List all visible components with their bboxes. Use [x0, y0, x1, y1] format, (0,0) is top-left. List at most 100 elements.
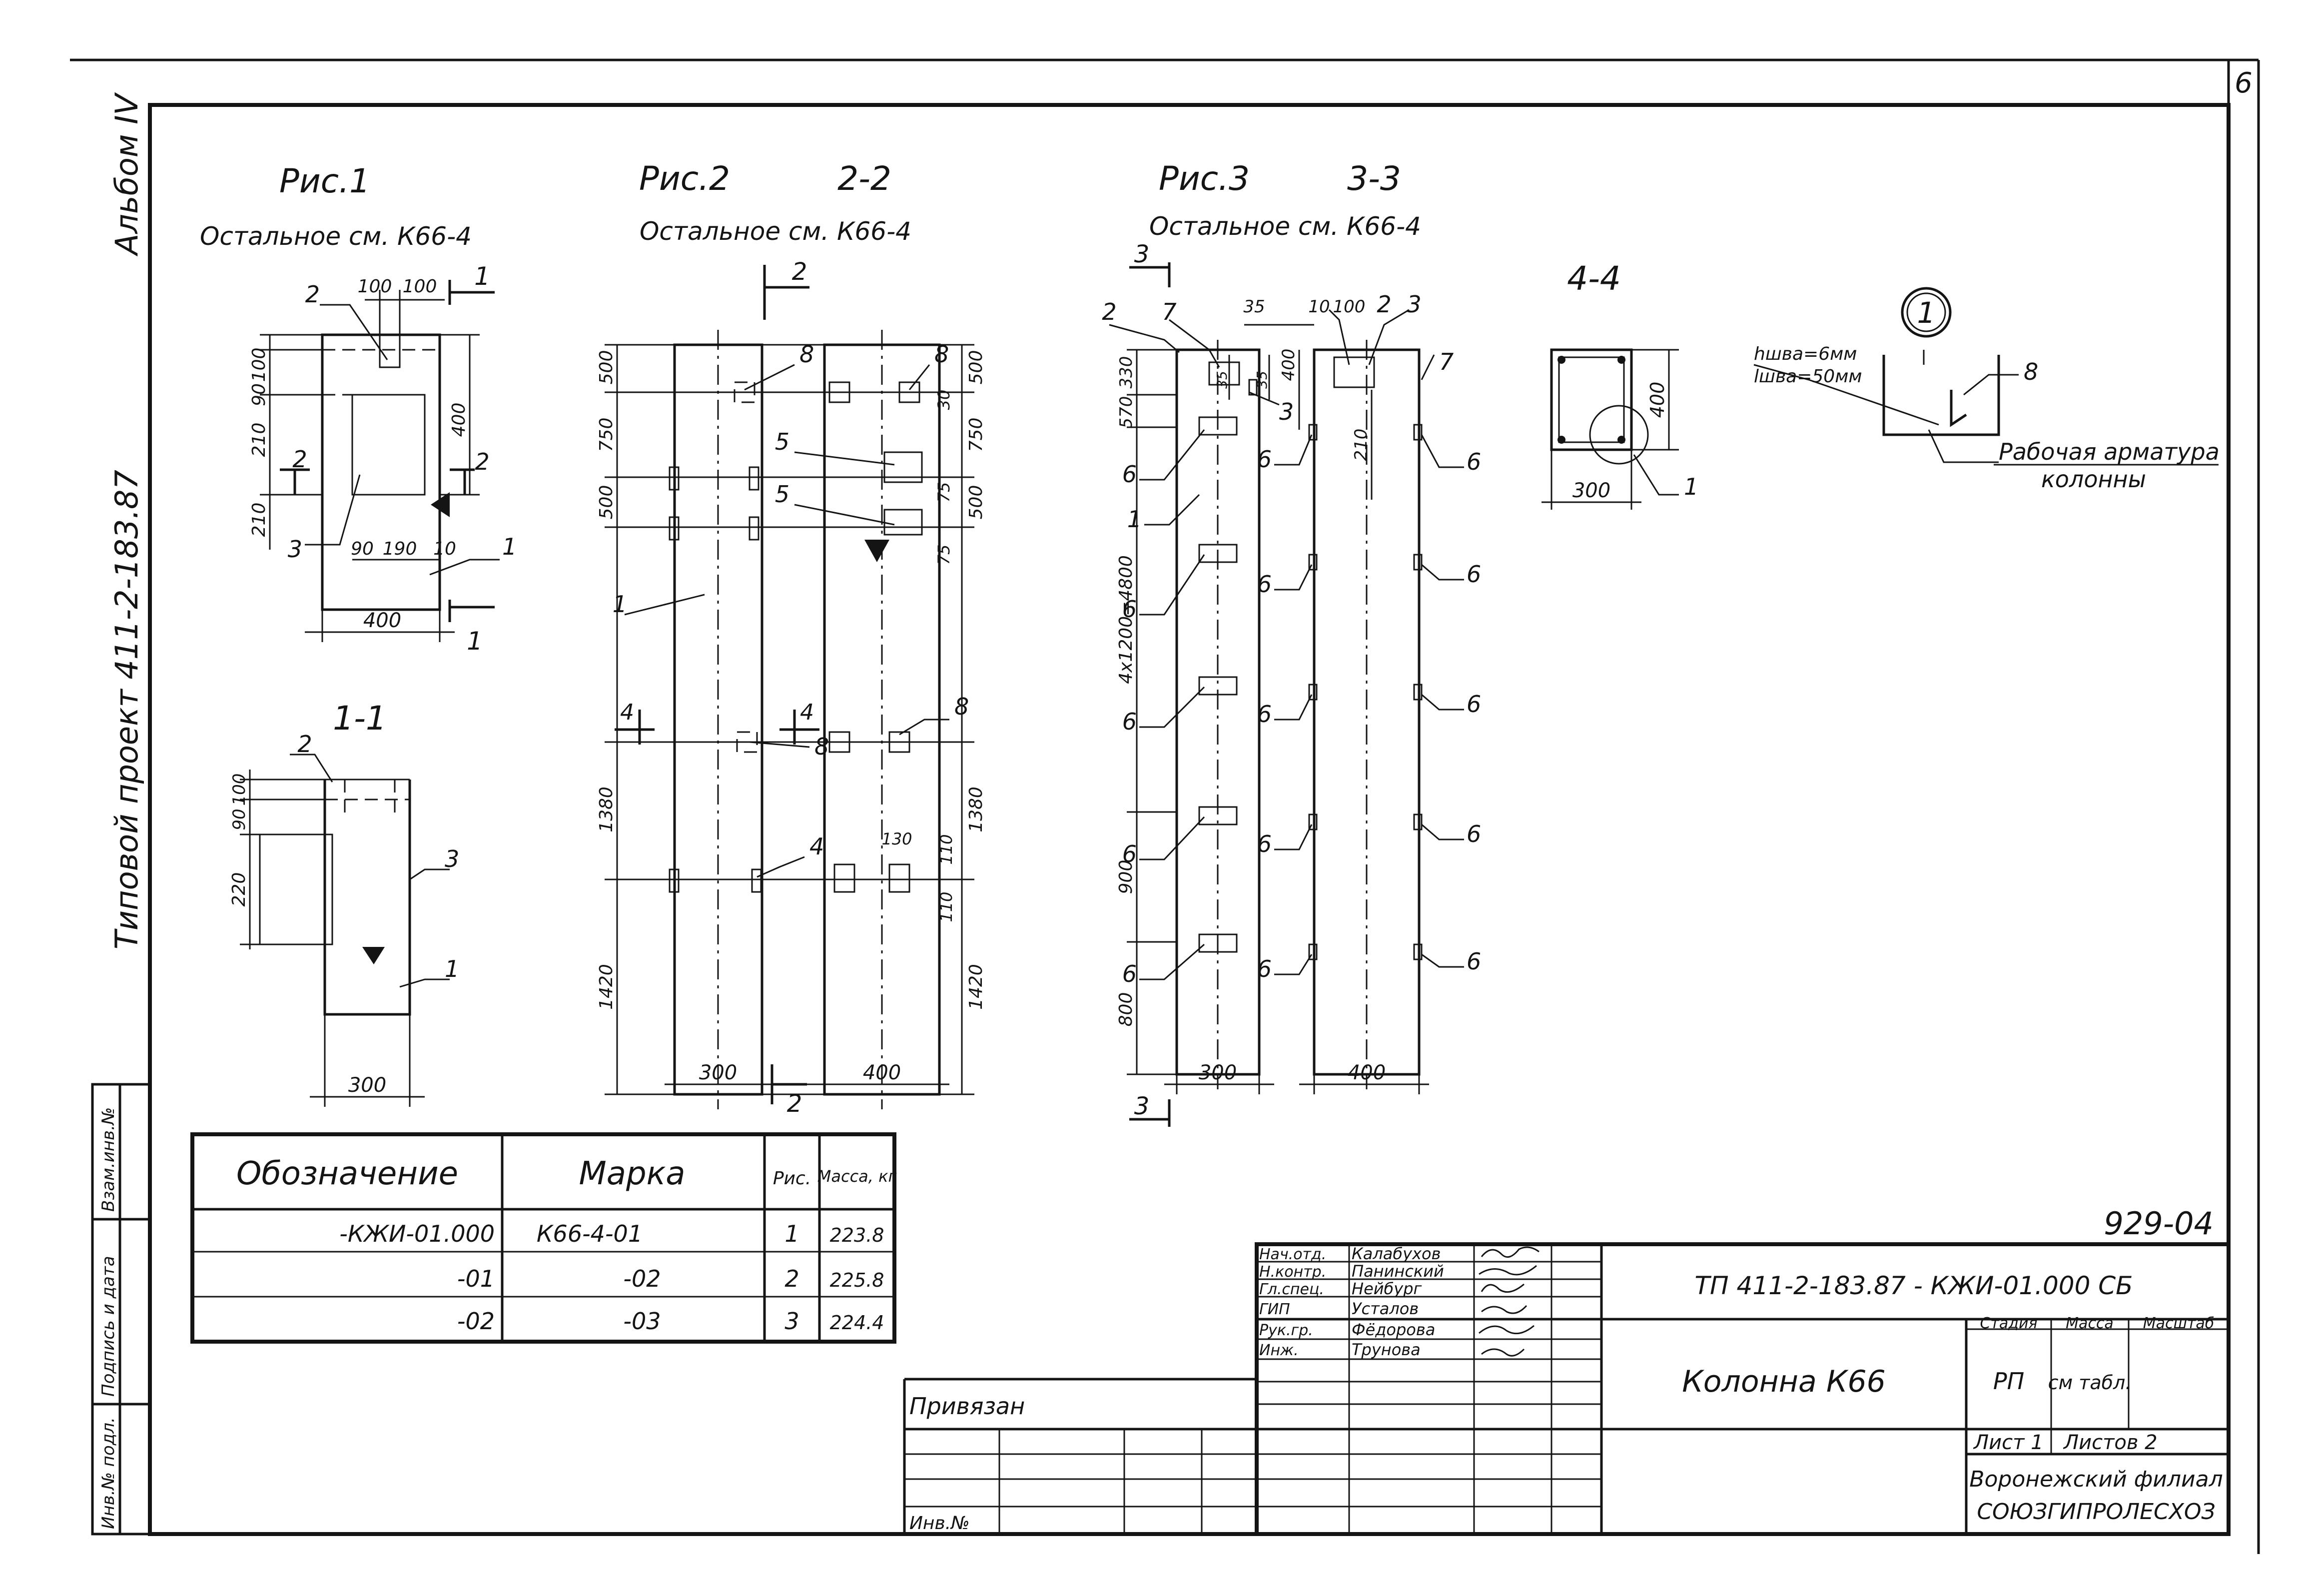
fig3-leader	[1139, 686, 1205, 728]
fig2-callout: 8	[799, 341, 814, 368]
sec11-dim: 300	[348, 1074, 386, 1097]
fig3-callout: 7	[1162, 298, 1176, 325]
fig2-cut-mark: 2	[787, 1090, 802, 1118]
fig3-plate	[1248, 379, 1258, 396]
fig3-dim-left: 570	[1116, 396, 1136, 429]
fig3-note: Остальное см. К66-4	[1149, 212, 1421, 241]
fig3-embed	[1198, 676, 1238, 696]
tb-tied: Привязан	[909, 1393, 1025, 1420]
tb-staff-name: Нейбург	[1352, 1279, 1422, 1298]
node1-outline	[1882, 355, 2000, 436]
sec11-weld-triangle	[362, 947, 385, 964]
fig2-dim-right: 1380	[966, 787, 986, 832]
fig3-dim-top: 100	[1333, 297, 1366, 317]
fig2-leader	[749, 741, 810, 748]
stamp-signature-date: Подпись и дата	[98, 1256, 118, 1397]
fig1-cut-bottom	[448, 600, 495, 622]
fig3-dim-mid: 400	[1279, 349, 1299, 381]
stamp-replaced-inv: Взам.инв.№	[98, 1107, 118, 1212]
node1-leader	[1928, 429, 1999, 463]
fig2-callout: 8	[814, 733, 829, 760]
fig2-plate	[749, 466, 760, 491]
sec11-callout: 1	[445, 955, 459, 982]
tb-staff-role: Рук.гр.	[1259, 1322, 1313, 1339]
signature-mark	[1479, 1325, 1535, 1335]
fig3-callout: 6	[1467, 561, 1481, 588]
fig3-cut-mark: 3	[1134, 240, 1150, 268]
fig3-dim-left: 4x1200=4800	[1116, 555, 1136, 684]
sec44-title: 4-4	[1567, 259, 1621, 298]
fig2-plate	[669, 516, 680, 541]
fig1-leader	[320, 304, 388, 360]
fig2-dim-right: 30	[934, 390, 953, 410]
fig3-leader	[1139, 816, 1205, 860]
fig1-note: Остальное см. К66-4	[200, 222, 472, 251]
fig3-plate	[1308, 943, 1318, 960]
fig3-callout: 7	[1439, 348, 1454, 375]
tb-mass: см табл.	[2048, 1372, 2132, 1394]
fig3-leader	[1249, 391, 1280, 406]
sec44-dim: 300	[1572, 479, 1610, 502]
spec-header-mass: Масса, кг	[817, 1167, 897, 1186]
node1-circle-inner	[1906, 292, 1946, 332]
fig2-cut-top	[763, 265, 809, 320]
fig3-callout: 1	[1127, 506, 1142, 533]
fig2-cut-mark: 4	[620, 700, 634, 725]
fig2-dim-right: 110	[937, 834, 956, 864]
fig3-callout: 6	[1467, 948, 1481, 975]
tb-staff-role: Н.контр.	[1259, 1263, 1326, 1281]
fig3-leader	[1274, 434, 1313, 466]
fig3-plate	[1413, 943, 1423, 960]
tb-sheet: Лист 1	[1973, 1431, 2044, 1454]
signature-mark	[1481, 1246, 1539, 1258]
fig2-note: Остальное см. К66-4	[640, 217, 911, 246]
fig1-slot	[379, 335, 401, 368]
fig1-callout: 1	[502, 533, 517, 560]
fig1-leader	[305, 474, 361, 546]
fig3-leader	[1139, 943, 1205, 980]
tb-mass-header: Масса	[2066, 1315, 2114, 1332]
fig1-cut-mark: 1	[467, 627, 483, 656]
tb-sheets: Листов 2	[2063, 1431, 2158, 1454]
fig3-callout: 6	[1122, 840, 1137, 867]
fig2-title: Рис.2	[639, 159, 730, 198]
signature-mark	[1481, 1305, 1528, 1314]
tb-stage-header: Стадия	[1980, 1315, 2037, 1332]
fig3-callout: 2	[1102, 298, 1116, 325]
fig2-dim-right: 750	[966, 418, 986, 452]
fig1-cut-top	[448, 280, 495, 305]
sec44-rebar-cage	[1558, 356, 1625, 443]
fig3-dim-top: 35	[1243, 297, 1265, 317]
fig3-top-plate-side	[1333, 356, 1375, 388]
fig3-plate	[1308, 424, 1318, 441]
sec11-title: 1-1	[333, 699, 387, 738]
tb-inv: Инв.№	[909, 1513, 970, 1534]
fig2-leader	[744, 364, 795, 391]
node1-leader	[1963, 374, 2019, 396]
fig3-callout: 6	[1467, 691, 1481, 718]
sec11-opening	[259, 833, 333, 945]
tb-code: ТП 411-2-183.87 - КЖИ-01.000 СБ	[1694, 1271, 2133, 1300]
tb-staff-name: Фёдорова	[1352, 1320, 1435, 1339]
fig3-embed	[1198, 933, 1238, 953]
node1-caption-2: колонны	[2041, 466, 2146, 493]
fig3-embed	[1198, 416, 1238, 436]
fig2-embed	[888, 863, 910, 893]
fig3-dim-bottom: 400	[1348, 1061, 1386, 1084]
node1-weld-length: lшва=50мм	[1754, 366, 1862, 387]
fig1-cut-mark: 1	[474, 262, 490, 291]
fig1-weld-triangle	[431, 492, 450, 517]
fig2-callout: 4	[809, 833, 824, 860]
fig2-weld-triangle	[864, 540, 889, 562]
tb-staff-role: ГИП	[1259, 1301, 1290, 1318]
sec11-leader	[409, 868, 450, 880]
fig1-dim: 190	[383, 539, 417, 559]
node1-weld-height: hшва=6мм	[1754, 344, 1857, 364]
fig3-leader	[1169, 319, 1220, 368]
fig1-dim: 210	[249, 423, 269, 457]
tb-org-2: СОЮЗГИПРОЛЕСХОЗ	[1977, 1499, 2215, 1525]
drawing-frame	[148, 103, 2231, 1536]
fig3-callout: 6	[1122, 461, 1137, 488]
sec11-drawing	[240, 754, 450, 1107]
